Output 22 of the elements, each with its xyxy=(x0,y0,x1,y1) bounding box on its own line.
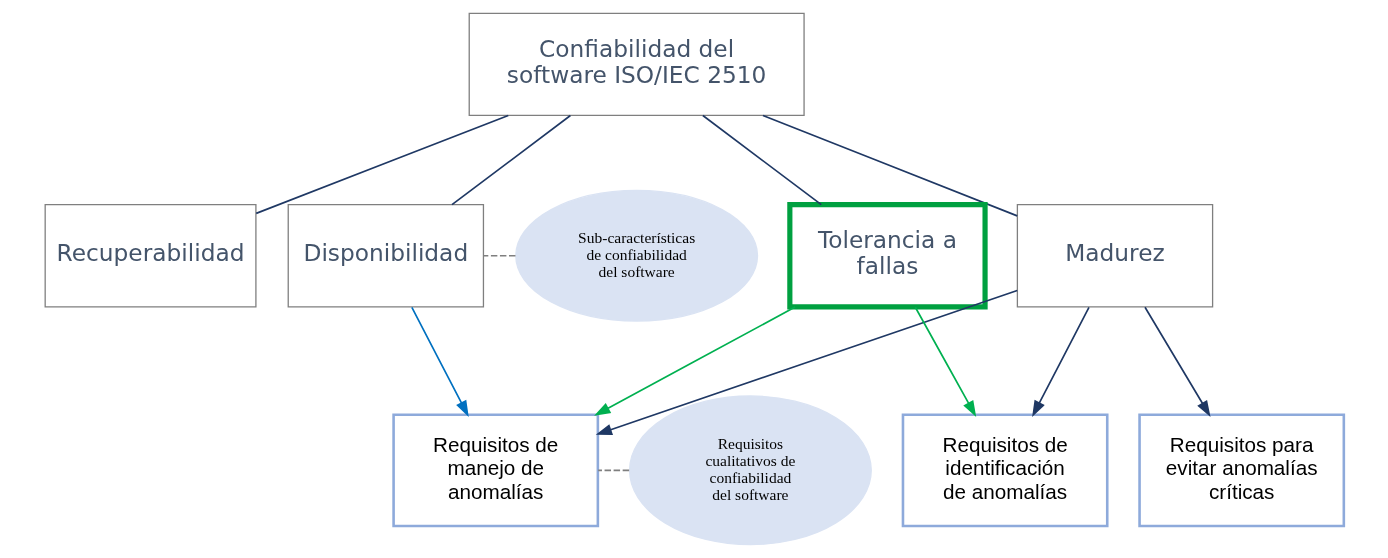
connector xyxy=(450,114,571,206)
node-box: Confiabilidad del software ISO/IEC 2510 xyxy=(468,12,805,117)
arrow xyxy=(1143,306,1211,417)
arrow xyxy=(410,306,469,417)
node-box: Requisitos de identificación de anomalías xyxy=(901,413,1109,528)
node-box: Disponibilidad xyxy=(287,204,484,308)
arrow xyxy=(914,306,976,417)
node-box: Tolerancia a fallas xyxy=(786,202,988,310)
arrow xyxy=(1031,306,1090,417)
node-ellipse: Requisitos cualitativos de confiabilidad del software xyxy=(628,395,872,546)
node-ellipse: Sub-características de confiabilidad del software xyxy=(514,189,758,322)
arrow xyxy=(593,306,796,416)
arrow xyxy=(595,289,1018,435)
connector xyxy=(596,469,630,472)
node-box: Requisitos de manejo de anomalías xyxy=(391,413,599,528)
node-box: Recuperabilidad xyxy=(44,204,257,308)
connector xyxy=(254,114,509,215)
node-box: Madurez xyxy=(1016,204,1213,308)
node-box: Requisitos para evitar anomalías críticas xyxy=(1137,413,1345,528)
connector xyxy=(701,114,822,206)
connector xyxy=(761,114,1018,217)
connector xyxy=(482,254,516,257)
